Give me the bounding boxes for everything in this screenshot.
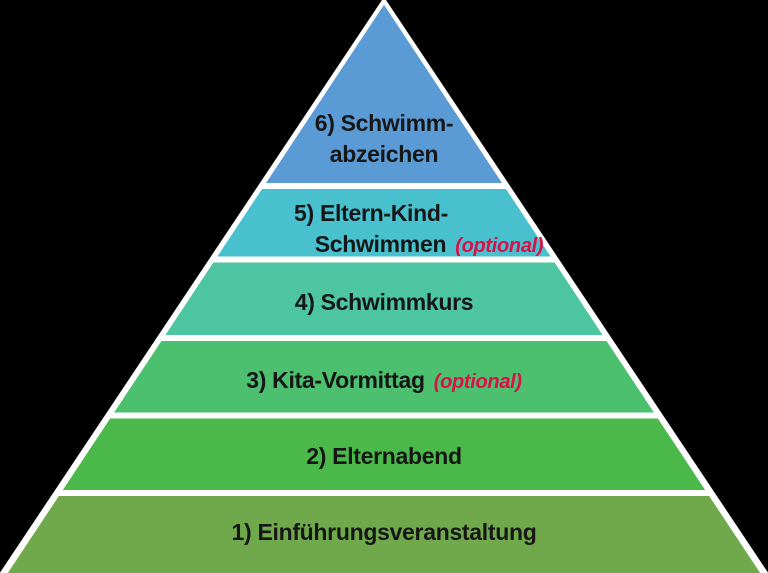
level-5-optional-tag: (optional) — [455, 235, 544, 257]
pyramid-level-6-shape — [260, 0, 508, 186]
pyramid-level-4-label: 4) Schwimmkurs — [0, 287, 768, 318]
level-5-line1: 5) Eltern-Kind- — [294, 200, 448, 226]
level-3-line1: 3) Kita-Vormittag — [246, 367, 425, 393]
pyramid-level-3-label: 3) Kita-Vormittag (optional) — [0, 365, 768, 398]
pyramid-level-5-label: 5) Eltern-Kind- Schwimmen (optional) — [0, 198, 768, 262]
level-4-line1: 4) Schwimmkurs — [294, 289, 474, 315]
level-6-line2: abzeichen — [329, 141, 439, 167]
pyramid-level-1-label: 1) Einführungsveranstaltung — [0, 517, 768, 548]
level-5-line2-text: Schwimmen — [314, 231, 447, 257]
level-1-line1: 1) Einführungsveranstaltung — [231, 519, 537, 545]
level-6-line1: 6) Schwimm- — [314, 110, 454, 136]
pyramid-level-3-shape — [108, 338, 660, 416]
pyramid-level-4-shape — [159, 259, 609, 338]
level-2-line1: 2) Elternabend — [306, 443, 462, 469]
level-5-line2: Schwimmen (optional) — [45, 229, 768, 262]
pyramid-level-1-shape — [4, 493, 764, 573]
pyramid-level-6-label: 6) Schwimm- abzeichen — [0, 108, 768, 170]
pyramid-level-2-label: 2) Elternabend — [0, 441, 768, 472]
pyramid-level-2-shape — [57, 415, 711, 493]
pyramid-level-5-shape — [211, 186, 557, 260]
level-3-optional-tag: (optional) — [433, 371, 522, 393]
